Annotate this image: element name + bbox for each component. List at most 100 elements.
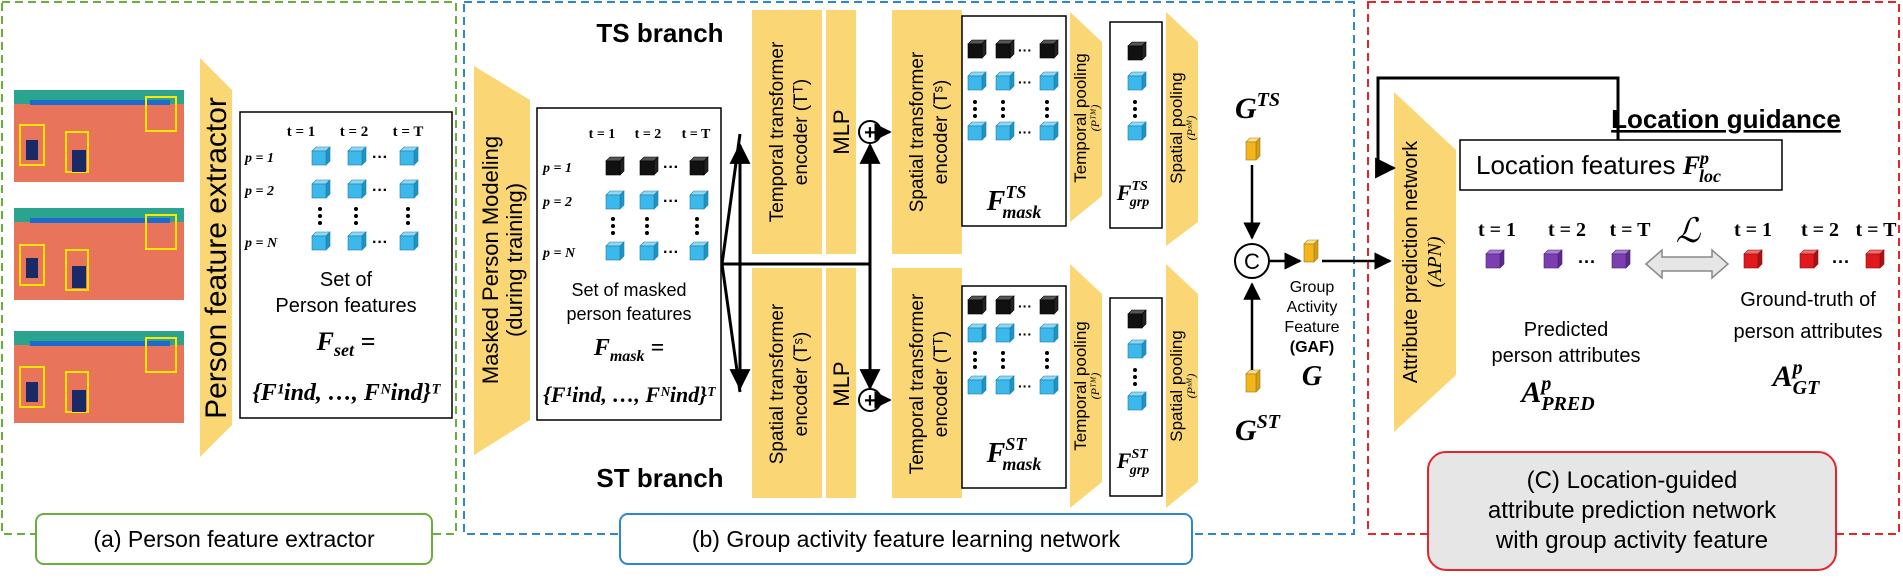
t-label: t = 1 (589, 127, 616, 142)
predicted-attributes: t = 1 t = 2 t = T ··· Predicted person a… (1478, 219, 1651, 415)
pred-caption: person attributes (1492, 345, 1641, 367)
svg-text:···: ··· (372, 182, 388, 199)
g-st: GST (1235, 411, 1281, 447)
svg-text:···: ··· (663, 159, 679, 176)
ts-spatial-pooling: Spatial pooling (Pˢᴹ) (1166, 12, 1198, 246)
encoder-label: encoder (Tᵀ) (791, 79, 812, 185)
masked-features-matrix: t = 1 t = 2 t = T p = 1 p = 2 p = N ··· … (536, 107, 722, 421)
st-temporal-pooling: Temporal pooling (Pᵀᴹ) (1070, 264, 1102, 508)
gaf-text: (GAF) (1290, 339, 1334, 356)
g-ts: GTS (1235, 89, 1280, 125)
apn-block: Attribute prediction network (APN) (1394, 92, 1456, 432)
ts-plus-node: + (858, 120, 882, 144)
apn-label: (APN) (1424, 236, 1446, 287)
p-label: p = 2 (542, 195, 572, 210)
ellipsis: ··· (1832, 252, 1850, 272)
ts-mlp: MLP (826, 10, 856, 254)
st-mlp: MLP (826, 268, 856, 498)
gaf-label: Group Activity Feature (GAF) G (1284, 279, 1339, 392)
t-label: t = 2 (1548, 219, 1586, 241)
svg-text:···: ··· (1018, 298, 1032, 314)
encoder-label: Spatial transformer (767, 303, 788, 464)
gt-caption: person attributes (1734, 321, 1883, 343)
concat-symbol: C (1244, 249, 1260, 274)
gaf-text: Group (1290, 279, 1335, 296)
video-frames (14, 90, 184, 423)
bidirectional-arrow (1644, 248, 1730, 280)
svg-text:···: ··· (1018, 42, 1032, 58)
st-spatial-encoder: Spatial transformer encoder (Tˢ) (752, 268, 822, 498)
gaf-symbol: G (1302, 361, 1322, 392)
pooling-label: Temporal pooling (1071, 53, 1090, 182)
p-label: p = N (542, 246, 576, 261)
mlp-label: MLP (829, 361, 854, 406)
f-ind-set: {F¹ind, …, Fᴺind}ᵀ (543, 382, 717, 407)
t-label: t = T (682, 127, 711, 142)
extractor-label: Person feature extractor (200, 97, 233, 419)
pooling-label: Spatial pooling (1167, 330, 1186, 442)
gaf-text: Feature (1284, 319, 1339, 336)
p-label: p = 1 (542, 161, 572, 176)
section-b-label-text: (b) Group activity feature learning netw… (692, 526, 1121, 552)
masked-caption: Set of masked (571, 280, 686, 300)
ts-temporal-pooling: Temporal pooling (Pᵀᴹ) (1070, 12, 1102, 222)
extractor-caption: Person features (275, 295, 416, 317)
encoder-label: Temporal transformer (767, 41, 788, 222)
encoder-label: encoder (Tˢ) (931, 80, 952, 185)
gaf-text: Activity (1287, 299, 1338, 316)
pooling-label: (Pˢᴹ) (1184, 374, 1198, 399)
branch-connectors (720, 133, 881, 393)
t-label: t = 1 (287, 124, 316, 140)
svg-text:···: ··· (1018, 326, 1032, 342)
masked-caption: person features (566, 304, 691, 324)
loss-symbol: ℒ (1676, 213, 1702, 250)
f-set-formula: Fset = (316, 327, 376, 360)
svg-text:···: ··· (1018, 378, 1032, 394)
svg-text:···: ··· (663, 193, 679, 210)
gt-caption: Ground-truth of (1740, 289, 1876, 311)
section-c-label-text: (C) Location-guided (1527, 467, 1738, 494)
section-c-label: (C) Location-guided attribute prediction… (1427, 451, 1837, 571)
pooling-label: (Pˢᴹ) (1184, 116, 1198, 141)
pooling-label: (Pᵀᴹ) (1088, 373, 1102, 400)
person-feature-extractor-block: Person feature extractor (200, 58, 233, 457)
t-label: t = T (393, 124, 424, 140)
video-frame (14, 208, 184, 300)
video-frame (14, 90, 184, 182)
svg-text:···: ··· (372, 234, 388, 251)
f-mask-formula: Fmask = (593, 335, 664, 365)
st-branch-title: ST branch (596, 463, 723, 493)
encoder-label: Temporal transformer (907, 293, 928, 474)
f-ind-set: {F¹ind, …, Fᴺind}ᵀ (252, 380, 441, 406)
pred-caption: Predicted (1524, 319, 1609, 341)
t-label: t = 1 (1478, 219, 1516, 241)
encoder-label: Spatial transformer (907, 51, 928, 212)
t-label: t = 1 (1734, 219, 1772, 241)
pooling-label: Spatial pooling (1167, 72, 1186, 184)
person-features-matrix: t = 1 t = 2 t = T p = 1 p = 2 p = N ··· … (239, 111, 453, 419)
svg-text:···: ··· (372, 149, 388, 166)
location-guidance-title: Location guidance (1611, 104, 1841, 134)
mlp-label: MLP (829, 109, 854, 154)
t-label: t = 2 (1801, 219, 1839, 241)
pooling-label: Temporal pooling (1071, 321, 1090, 450)
plus-symbol: + (864, 390, 876, 412)
st-temporal-encoder: Temporal transformer encoder (Tᵀ) (892, 268, 962, 498)
section-c-label-text: attribute prediction network (1488, 497, 1777, 524)
masked-person-modeling-block: Masked Person Modeling (during training) (474, 66, 530, 455)
svg-text:···: ··· (663, 244, 679, 261)
plus-symbol: + (864, 122, 876, 144)
p-label: p = 1 (244, 151, 274, 166)
ground-truth-attributes: t = 1 t = 2 t = T ··· Ground-truth of pe… (1734, 219, 1898, 399)
encoder-label: encoder (Tˢ) (791, 332, 812, 437)
